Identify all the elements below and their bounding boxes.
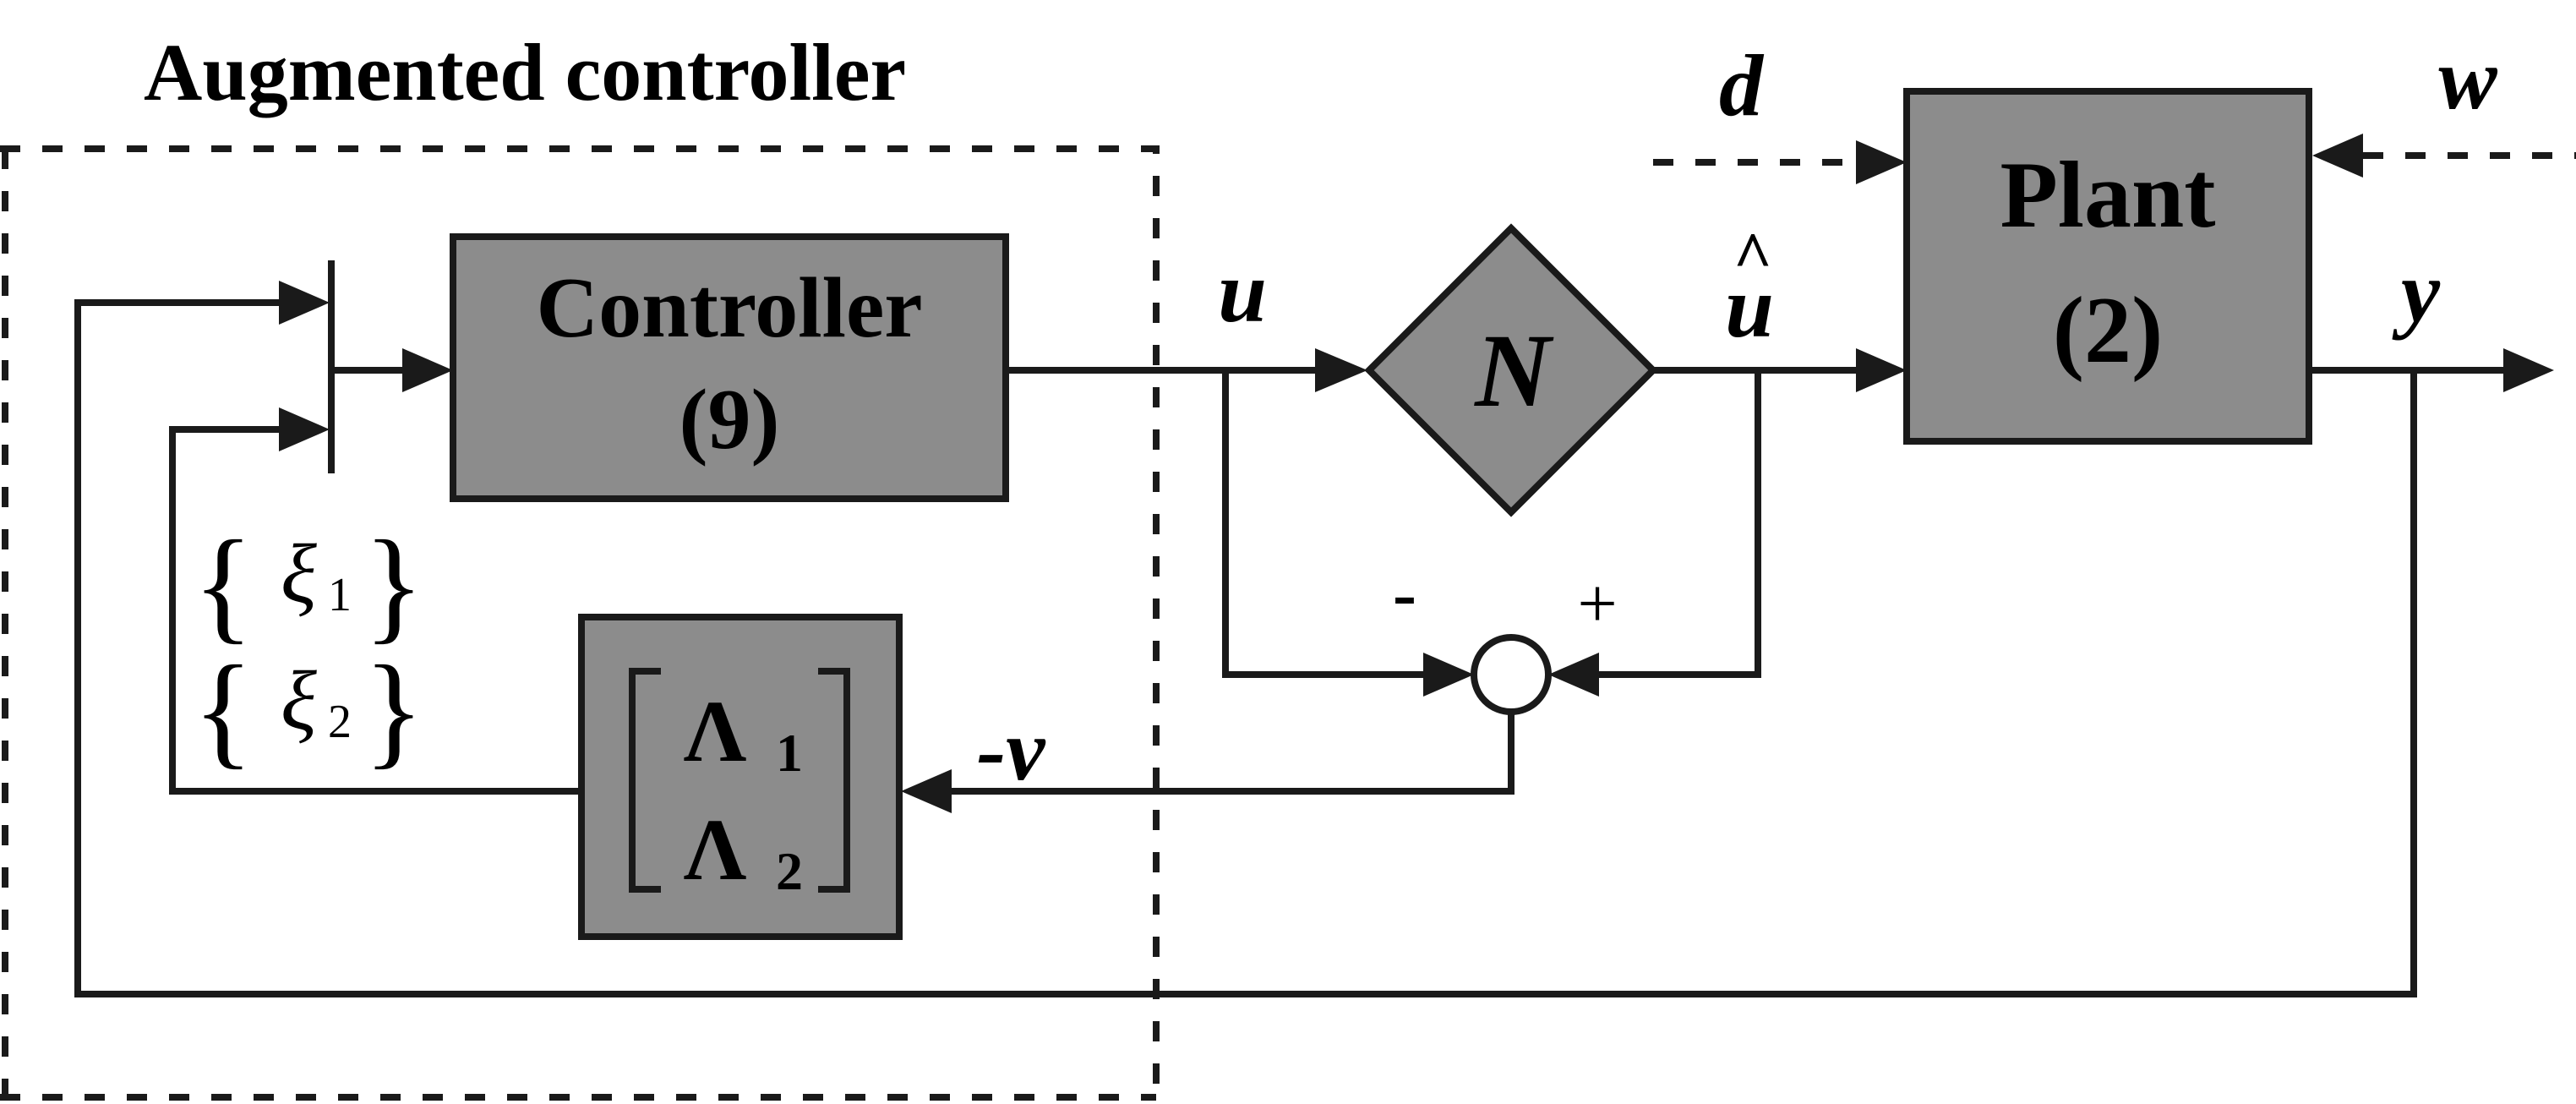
lambda-2-subscript: 2 xyxy=(776,841,803,901)
plant-ref: (2) xyxy=(2053,278,2164,383)
lambda-2-symbol: Λ xyxy=(684,801,747,899)
u-hat-feedback-wire xyxy=(1596,367,1761,678)
xi-left-brace-2: { xyxy=(193,640,254,780)
plant-label: Plant xyxy=(2000,143,2215,248)
right-bracket xyxy=(818,668,850,893)
d-arrowhead xyxy=(1856,140,1907,184)
y-feedback-arrowhead xyxy=(279,281,330,325)
controller-label: Controller xyxy=(536,260,922,356)
w-label: w xyxy=(2438,30,2497,128)
nonlinearity-label: N xyxy=(1473,313,1554,429)
left-bracket xyxy=(629,668,661,893)
minus-v-label: -v xyxy=(977,702,1047,799)
u-feedback-wire xyxy=(1222,367,1427,678)
minus-v-wire xyxy=(948,708,1514,795)
summing-junction xyxy=(1471,634,1552,715)
minus-sign: - xyxy=(1393,555,1416,633)
lambda-1-subscript: 1 xyxy=(776,723,803,783)
augmented-controller-title: Augmented controller xyxy=(144,27,906,118)
d-label: d xyxy=(1719,37,1765,134)
u-feedback-arrowhead xyxy=(1423,653,1474,697)
xi-1-subscript: 1 xyxy=(328,569,352,621)
mux-output-arrowhead xyxy=(402,348,453,392)
u-hat-label: u xyxy=(1725,259,1774,356)
xi-arrowhead xyxy=(279,407,330,451)
minus-v-arrowhead xyxy=(901,769,952,813)
xi-right-brace-1: } xyxy=(363,515,424,655)
lambda-1-symbol: Λ xyxy=(684,683,747,780)
xi-1-symbol: ξ xyxy=(281,527,317,620)
w-arrowhead xyxy=(2312,134,2363,178)
u-hat-feedback-arrowhead xyxy=(1548,653,1599,697)
controller-block xyxy=(450,233,1009,502)
plant-block xyxy=(1903,88,2312,445)
u-arrowhead xyxy=(1315,348,1367,392)
y-label: y xyxy=(2392,243,2441,341)
xi-left-brace-1: { xyxy=(193,515,254,655)
y-feedback-wire xyxy=(74,299,2417,997)
u-label: u xyxy=(1218,243,1267,341)
nonlinearity-block xyxy=(1364,223,1658,517)
u-hat-arrowhead xyxy=(1856,348,1907,392)
u-hat-mark: ^ xyxy=(1733,220,1772,294)
xi-2-symbol: ξ xyxy=(281,653,317,747)
controller-ref: (9) xyxy=(679,372,780,467)
xi-right-brace-2: } xyxy=(363,640,424,780)
xi-wire xyxy=(169,426,585,795)
plus-sign: + xyxy=(1577,565,1617,643)
augmented-controller-boundary xyxy=(0,145,1160,1104)
y-arrowhead xyxy=(2503,348,2554,392)
xi-2-subscript: 2 xyxy=(328,696,352,748)
